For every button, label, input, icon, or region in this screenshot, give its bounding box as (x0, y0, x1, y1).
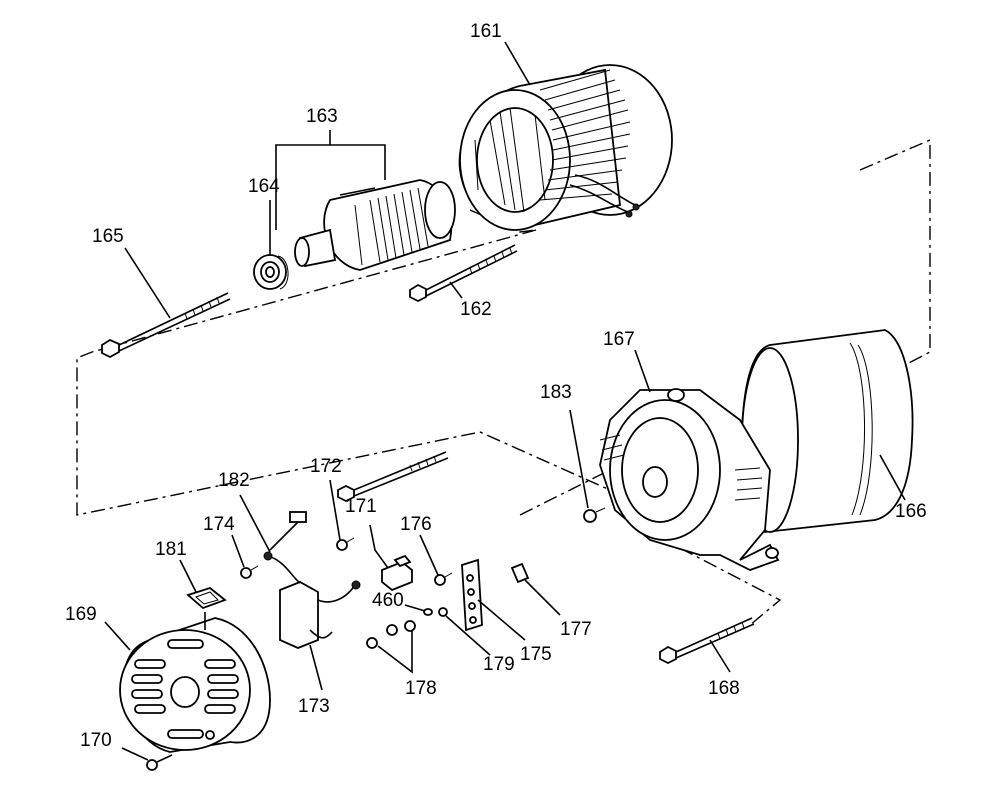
label-166: 166 (895, 501, 927, 522)
bolt-part-165 (101, 292, 231, 359)
label-177: 177 (560, 619, 592, 640)
label-460: 460 (372, 590, 404, 611)
label-174: 174 (203, 514, 235, 535)
diode-plate-part-175 (461, 558, 483, 632)
label-165: 165 (92, 226, 124, 247)
screw-part-172 (336, 537, 355, 551)
leader-181 (179, 559, 197, 593)
leader-166 (879, 454, 906, 501)
label-163: 163 (306, 106, 338, 127)
label-179: 179 (483, 654, 515, 675)
leader-173 (309, 644, 323, 691)
label-181: 181 (155, 539, 187, 560)
label-171: 171 (345, 496, 377, 517)
label-175: 175 (520, 644, 552, 665)
bolt-part-183-long (337, 451, 449, 503)
label-169: 169 (65, 604, 97, 625)
screw-part-176 (434, 572, 453, 586)
label-183: 183 (540, 382, 572, 403)
leader-171 (369, 524, 389, 569)
brush-holder-part-171 (381, 554, 413, 592)
leader-170 (121, 747, 149, 761)
label-162: 162 (460, 299, 492, 320)
leader-182 (239, 494, 271, 553)
leader-175 (477, 599, 526, 641)
leader-162 (449, 281, 463, 299)
leader-178 (377, 630, 413, 674)
leader-176 (419, 534, 439, 576)
washer-part-460 (423, 608, 433, 616)
label-170: 170 (80, 730, 112, 751)
nut-part-179 (438, 607, 448, 617)
leader-183 (569, 409, 589, 509)
plate-part-181 (186, 586, 227, 610)
rear-cover-part-169 (119, 617, 271, 753)
leader-177 (524, 579, 561, 616)
leader-179 (445, 615, 491, 656)
leader-174 (231, 534, 245, 568)
nut-part-178 (366, 620, 416, 649)
label-168: 168 (708, 678, 740, 699)
screw-part-170 (146, 754, 173, 771)
screw-part-177 (510, 562, 530, 584)
leader-161 (504, 41, 531, 86)
rotor-part-163 (294, 179, 456, 271)
leader-172 (329, 479, 341, 541)
leader-460 (404, 604, 426, 612)
leader-165 (124, 247, 171, 319)
end-bracket-part-167 (599, 388, 780, 571)
bolt-part-162 (409, 244, 518, 303)
label-173: 173 (298, 696, 330, 717)
label-164: 164 (248, 176, 280, 197)
leader-168 (709, 639, 731, 673)
label-167: 167 (603, 329, 635, 350)
leader-167 (634, 349, 651, 393)
screw-part-174 (240, 565, 259, 579)
label-178: 178 (405, 678, 437, 699)
leader-169 (104, 621, 131, 651)
label-172: 172 (310, 456, 342, 477)
label-182: 182 (218, 470, 250, 491)
label-176: 176 (400, 514, 432, 535)
capacitor-part-173 (263, 511, 361, 649)
bearing-part-164 (253, 254, 289, 290)
stator-part-161 (458, 64, 673, 231)
screw-part-183 (583, 507, 606, 523)
label-161: 161 (470, 21, 502, 42)
bolt-part-168 (659, 617, 755, 665)
